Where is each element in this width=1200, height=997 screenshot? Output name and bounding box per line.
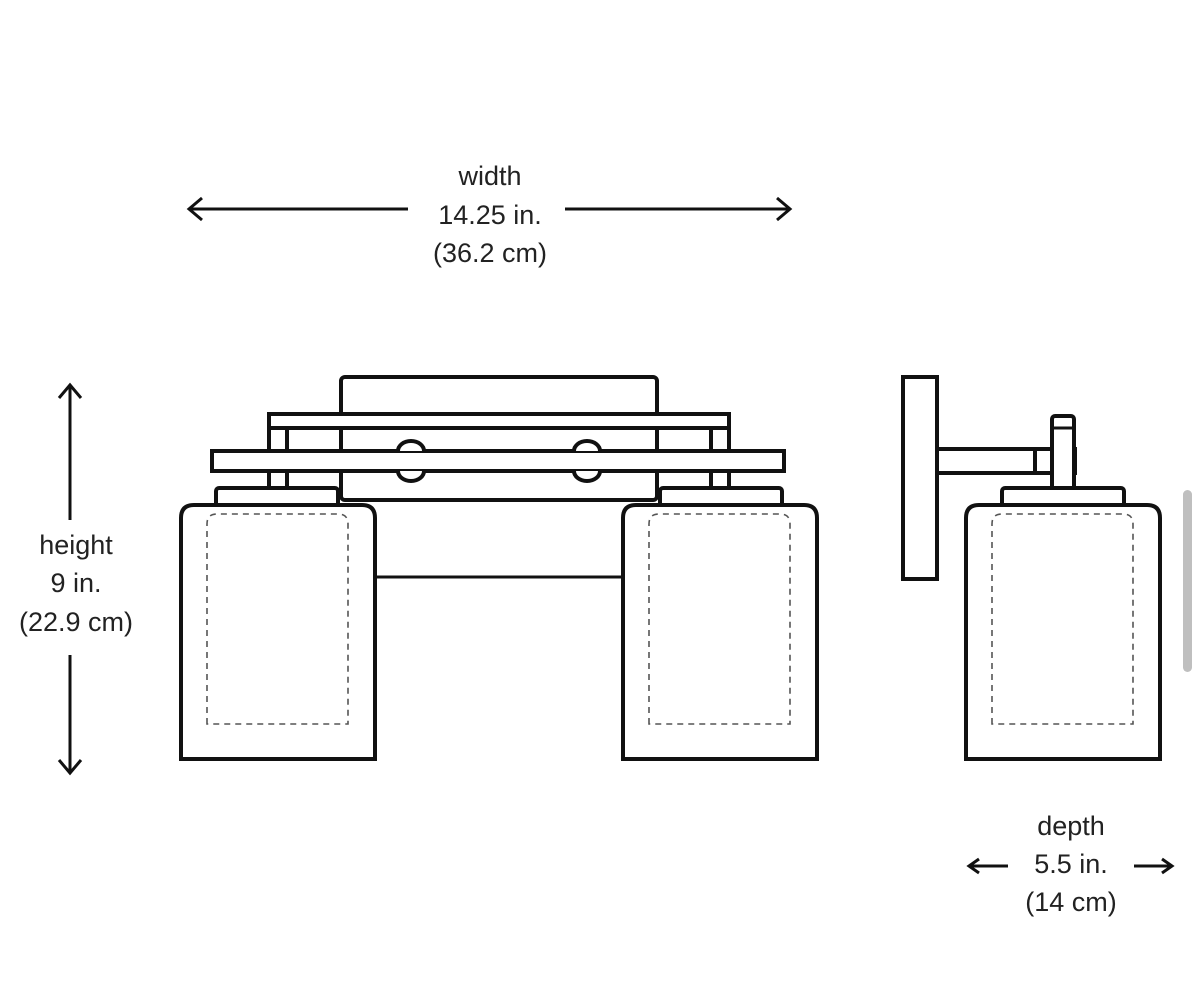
height-arrow-bottom-head — [57, 759, 83, 776]
depth-arrow-right-head — [1161, 857, 1175, 875]
width-arrow-right-head — [776, 196, 793, 222]
mounting-screw-right — [572, 470, 602, 483]
depth-dimension: depth 5.5 in. (14 cm) — [966, 811, 1175, 917]
depth-arrow-left-head — [966, 857, 980, 875]
height-inches: 9 in. — [50, 568, 101, 598]
side-arm — [935, 447, 1037, 475]
side-glass-shade — [964, 503, 1162, 761]
height-label: height — [39, 530, 113, 560]
mounting-screw-left-top — [396, 439, 426, 452]
width-label: width — [457, 161, 521, 191]
width-inches: 14.25 in. — [438, 200, 542, 230]
depth-cm: (14 cm) — [1025, 887, 1117, 917]
right-glass-shade — [621, 503, 819, 761]
height-arrow-top-head — [57, 382, 83, 399]
height-dimension: height 9 in. (22.9 cm) — [19, 382, 133, 776]
vertical-scrollbar[interactable] — [1183, 490, 1192, 672]
upper-arm-bar — [267, 412, 731, 430]
left-glass-shade — [179, 503, 377, 761]
width-cm: (36.2 cm) — [433, 238, 547, 268]
depth-inches: 5.5 in. — [1034, 849, 1108, 879]
width-arrow-left-head — [186, 196, 203, 222]
main-crossbar — [210, 449, 786, 473]
front-view-fixture — [179, 375, 819, 761]
height-cm: (22.9 cm) — [19, 607, 133, 637]
side-backplate — [901, 375, 939, 581]
backplate — [339, 375, 659, 502]
depth-label: depth — [1037, 811, 1105, 841]
mounting-screw-right-top — [572, 439, 602, 452]
mounting-screw-left — [396, 470, 426, 483]
side-view-fixture — [901, 375, 1162, 761]
width-dimension: width 14.25 in. (36.2 cm) — [186, 161, 793, 268]
